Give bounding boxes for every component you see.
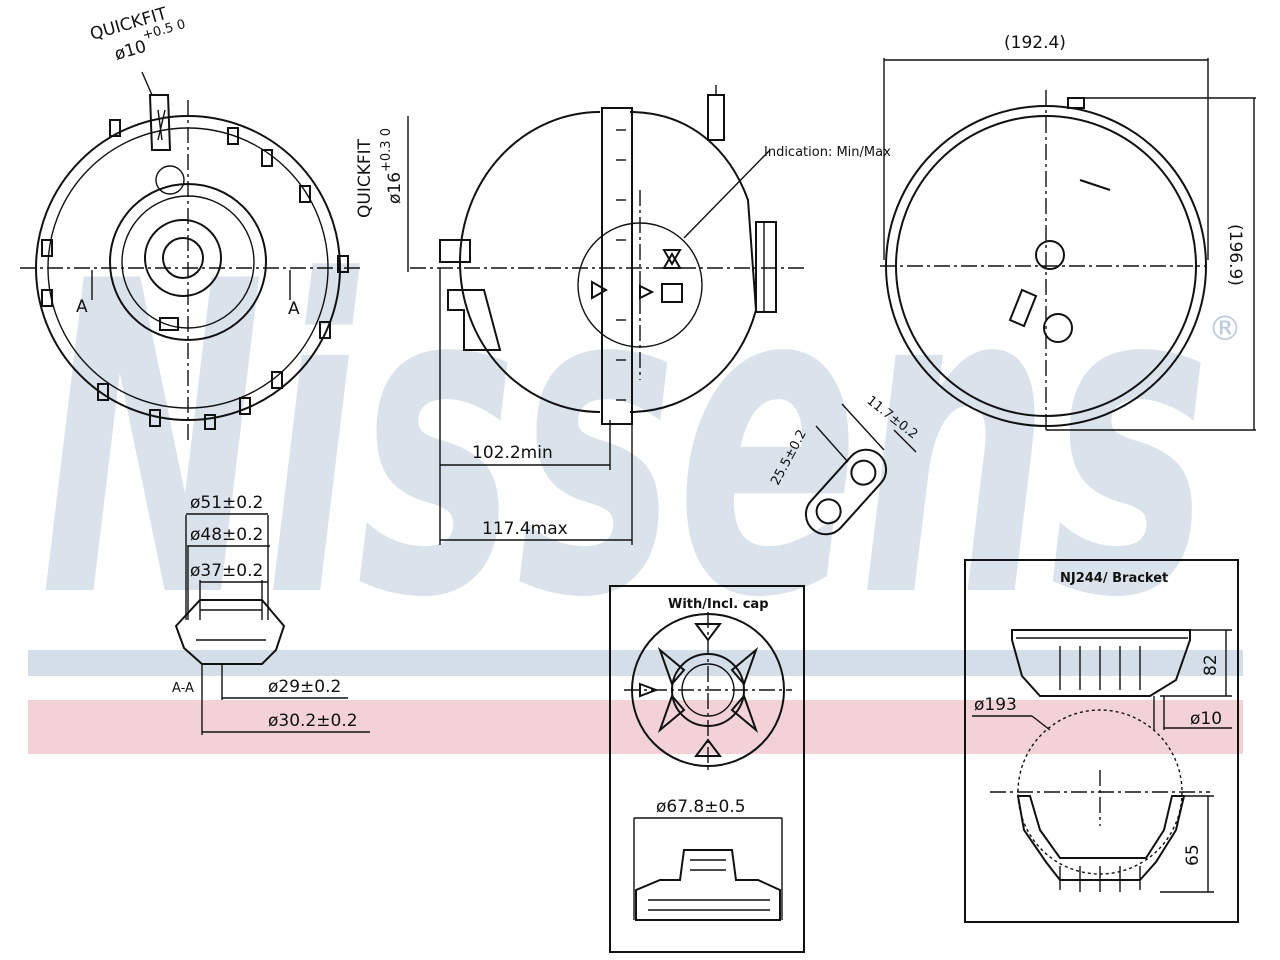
top-view-section-mark-left: A [76, 297, 88, 317]
cap-side-profile [635, 849, 781, 921]
side-view-top-connector [707, 94, 725, 141]
bracket-ring [1016, 795, 1186, 881]
top-view: A A QUICKFIT ø10 +0.5 0 [20, 4, 360, 440]
dim-max-label: 117.4max [482, 519, 568, 539]
bracket-panel-title: NJ244/ Bracket [1060, 571, 1168, 586]
rear-view: (192.4) (196.9) [880, 33, 1256, 431]
rear-view-width-dim: (192.4) [1004, 33, 1066, 53]
bracket-side-profile [1011, 629, 1191, 697]
side-view-quickfit-label: QUICKFIT [355, 138, 375, 218]
side-view-quickfit-tol: +0.3 0 [379, 128, 394, 172]
bracket-main-dim: ø193 [974, 695, 1017, 715]
section-a-a: ø51±0.2 ø48±0.2 ø37±0.2 A-A ø29±0.2 ø30.… [172, 493, 370, 735]
section-mark: A-A [172, 681, 194, 696]
side-view-tank-left [459, 111, 601, 413]
bracket-hole-dim-b: 11.7±0.2 [864, 393, 921, 442]
section-d2: ø48±0.2 [190, 525, 263, 545]
section-d1: ø51±0.2 [190, 493, 263, 513]
bracket-panel-frame [964, 559, 1239, 923]
dim-min-label: 102.2min [472, 443, 553, 463]
section-d4: ø29±0.2 [268, 677, 341, 697]
watermark-registered-mark: ® [1208, 309, 1242, 349]
section-d5: ø30.2±0.2 [268, 711, 358, 731]
watermark-brand: Nissens [40, 192, 1210, 692]
side-view-seam [601, 107, 633, 425]
cap-panel: With/Incl. cap ø67.8±0.5 [609, 585, 805, 953]
side-view: Indication: Min/Max QUICKFIT ø16 +0.3 0 … [355, 85, 891, 545]
section-a-a-profile [174, 599, 286, 665]
cap-panel-title: With/Incl. cap [668, 597, 769, 612]
side-view-cap [755, 221, 777, 313]
bracket-h2: 65 [1183, 844, 1203, 866]
section-d3: ø37±0.2 [190, 561, 263, 581]
side-view-tank-right [629, 111, 758, 413]
indication-label: Indication: Min/Max [764, 145, 891, 160]
top-view-quickfit-dim: ø10 [112, 37, 148, 65]
cap-panel-frame [609, 585, 805, 953]
cap-diameter: ø67.8±0.5 [656, 797, 746, 817]
bracket-h1: 82 [1201, 654, 1221, 676]
bracket-hole-dim-a: 25.5±0.2 [768, 427, 810, 487]
side-view-quickfit-connector [439, 239, 471, 263]
top-view-quickfit-connector [148, 94, 172, 151]
rear-view-height-dim: (196.9) [1225, 224, 1245, 286]
watermark-red-stripe [28, 700, 1243, 754]
side-view-bracket [447, 289, 502, 351]
bracket-holes-detail: 25.5±0.2 11.7±0.2 [768, 393, 921, 536]
bracket-hole-dim: ø10 [1190, 709, 1222, 729]
top-view-section-mark-right: A [288, 299, 300, 319]
side-view-quickfit-dim: ø16 [385, 172, 405, 204]
bracket-panel: NJ244/ Bracket 82 ø10 ø193 [964, 559, 1239, 923]
